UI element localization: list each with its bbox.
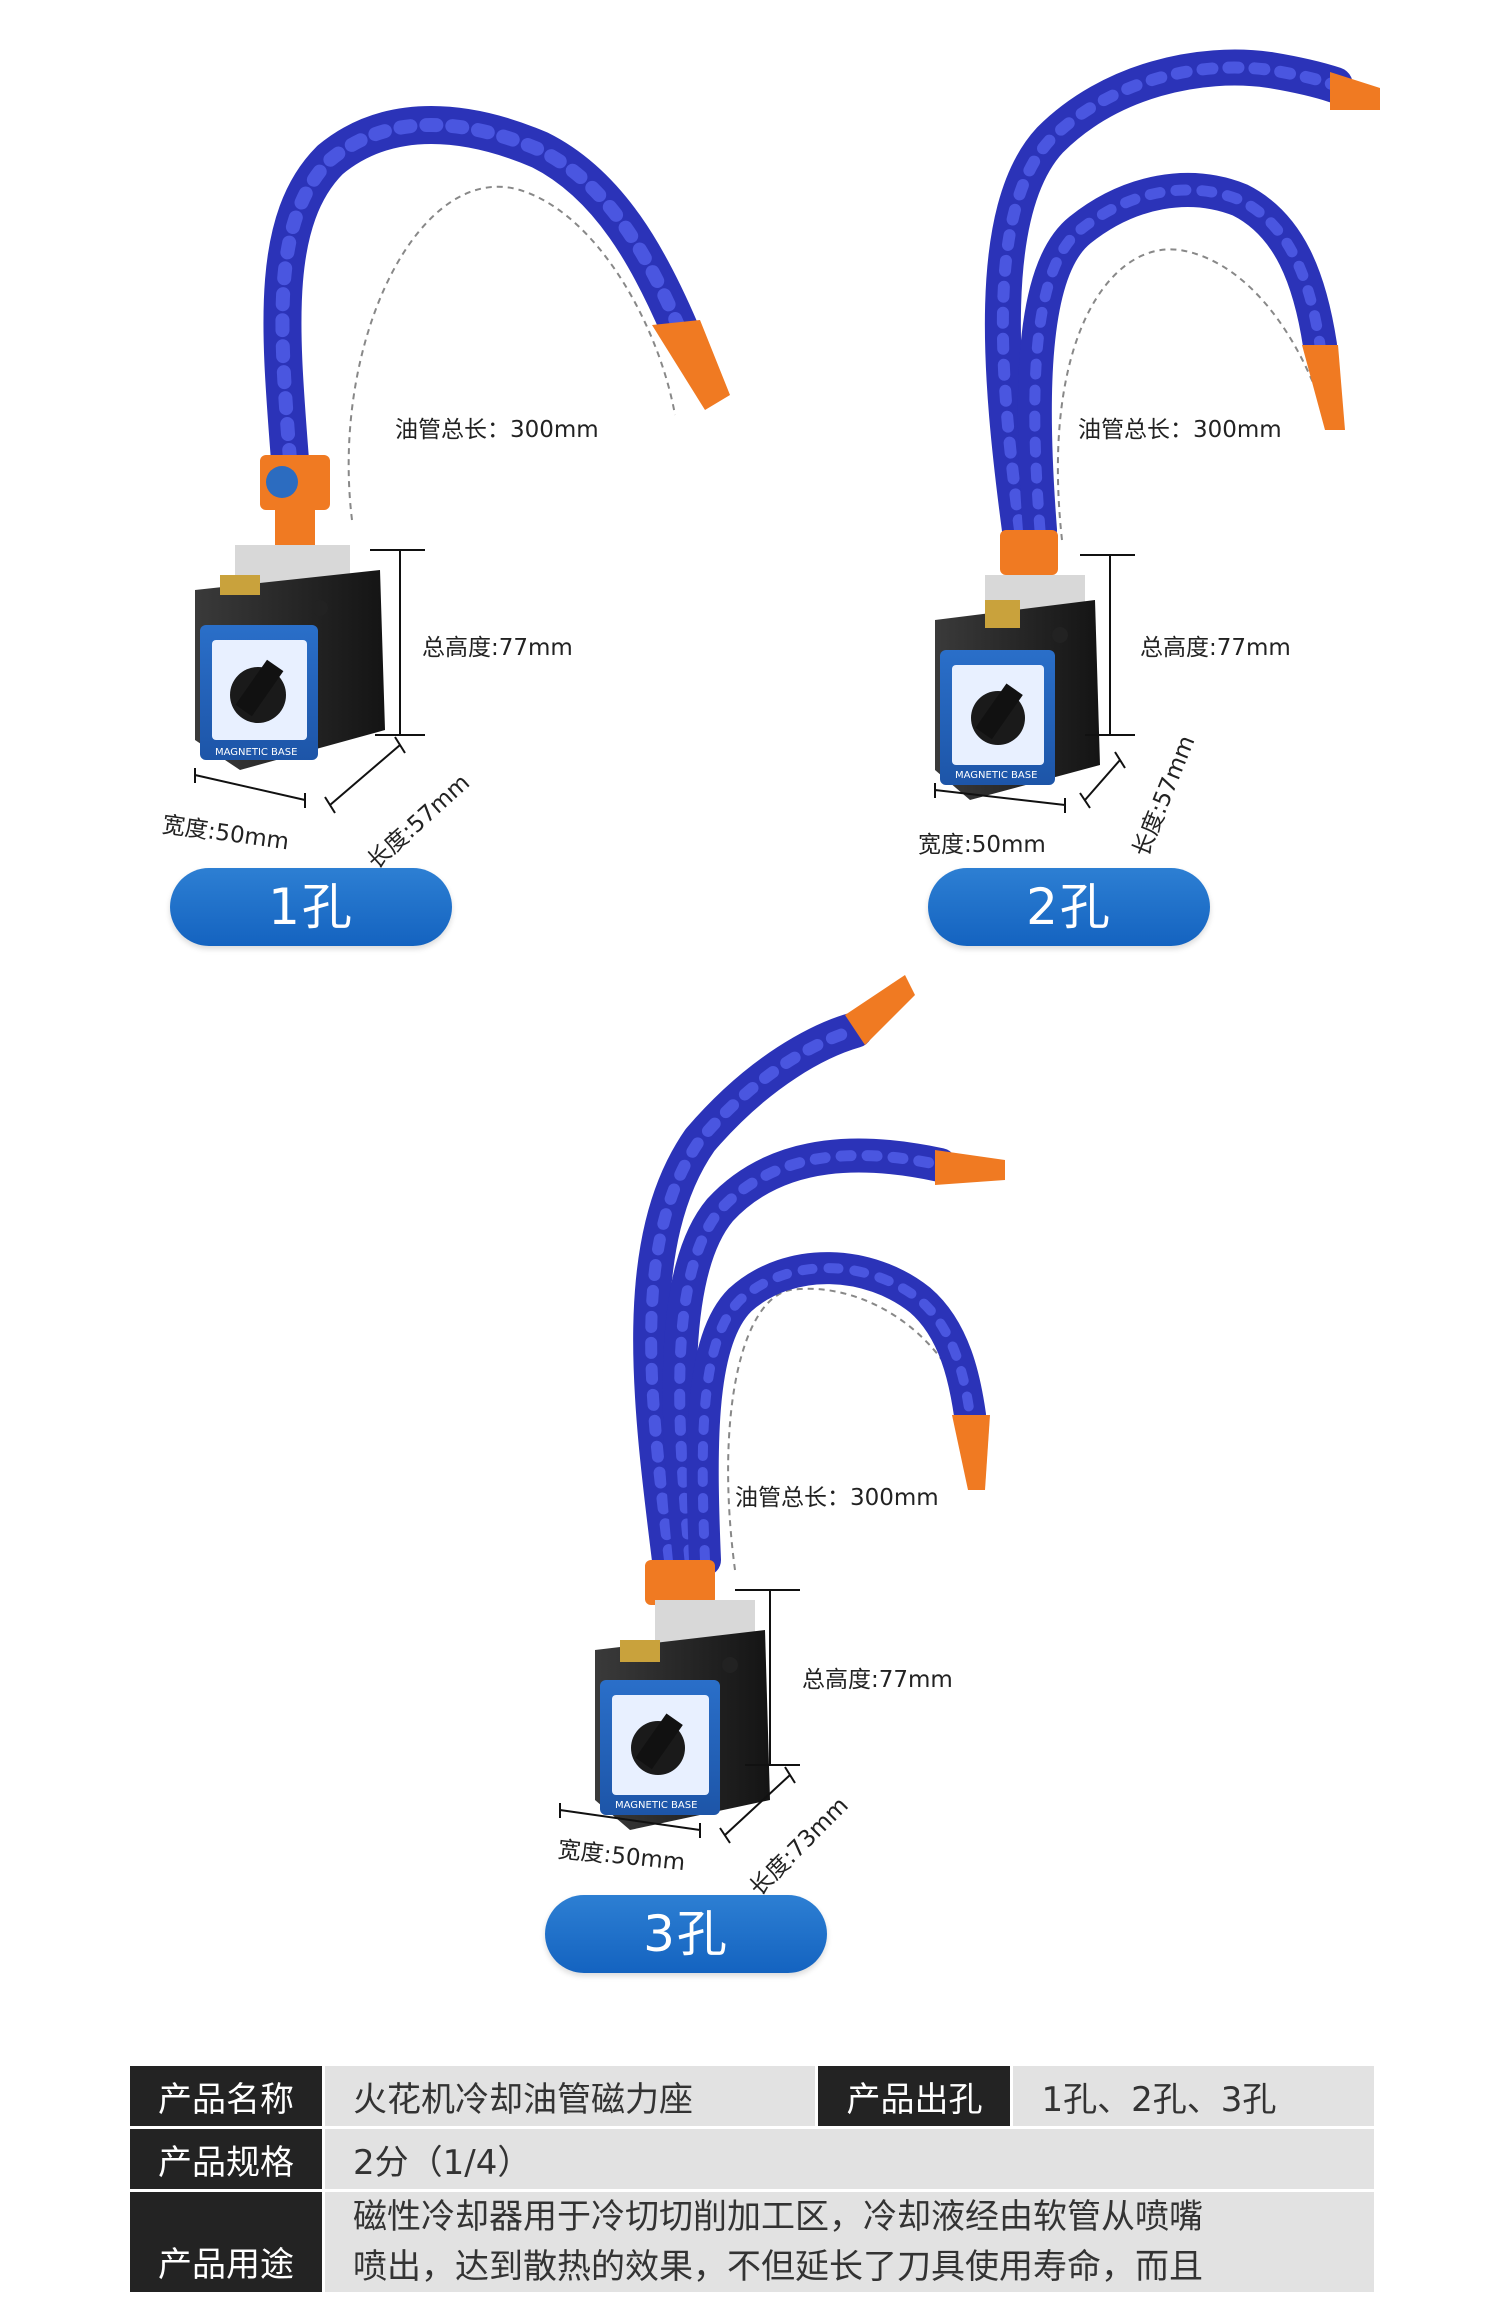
- spec-value: 2分（1/4）: [322, 2126, 1377, 2192]
- spec-value: 磁性冷却器用于冷切切削加工区，冷却液经由软管从喷嘴 喷出，达到散热的效果，不但延…: [322, 2189, 1377, 2295]
- svg-text:MAGNETIC BASE: MAGNETIC BASE: [615, 1800, 697, 1811]
- total-height-label: 总高度:77mm: [422, 635, 573, 661]
- nozzle: [1302, 345, 1345, 430]
- nozzle: [652, 320, 730, 410]
- product-3-drawing: MAGNETIC BASE: [559, 975, 1005, 1844]
- tube-length-label: 油管总长：300mm: [1078, 417, 1282, 443]
- total-height-label: 总高度:77mm: [802, 1667, 953, 1693]
- nozzle: [952, 1415, 990, 1490]
- hole-count-badge: 3孔: [545, 1895, 827, 1973]
- product-2-drawing: MAGNETIC BASE: [934, 49, 1380, 813]
- spec-value: 1孔、2孔、3孔: [1010, 2063, 1377, 2129]
- table-row: 产品用途 磁性冷却器用于冷切切削加工区，冷却液经由软管从喷嘴 喷出，达到散热的效…: [127, 2189, 1377, 2295]
- spec-key: 产品用途: [127, 2189, 325, 2295]
- use-line-2: 喷出，达到散热的效果，不但延长了刀具使用寿命，而且: [353, 2247, 1203, 2287]
- use-line-1: 磁性冷却器用于冷切切削加工区，冷却液经由软管从喷嘴: [353, 2197, 1203, 2237]
- table-row: 产品名称 火花机冷却油管磁力座 产品出孔 1孔、2孔、3孔: [127, 2063, 1377, 2129]
- illustration-canvas: MAGNETIC BASE: [194, 49, 1380, 1844]
- nozzle: [845, 975, 915, 1045]
- spec-key: 产品出孔: [815, 2063, 1014, 2129]
- spec-key: 产品名称: [127, 2063, 325, 2129]
- width-label: 宽度:50mm: [918, 832, 1046, 858]
- tube-length-label: 油管总长：300mm: [395, 417, 599, 443]
- total-height-label: 总高度:77mm: [1140, 635, 1291, 661]
- spec-key: 产品规格: [127, 2126, 325, 2192]
- product-1-drawing: MAGNETIC BASE: [194, 106, 730, 814]
- spec-table: 产品名称 火花机冷却油管磁力座 产品出孔 1孔、2孔、3孔 产品规格 2分（1/…: [127, 2063, 1377, 2295]
- table-row: 产品规格 2分（1/4）: [127, 2126, 1377, 2192]
- hole-count-badge: 2孔: [928, 868, 1210, 946]
- nozzle: [1330, 72, 1380, 110]
- svg-text:MAGNETIC BASE: MAGNETIC BASE: [215, 747, 297, 758]
- svg-text:MAGNETIC BASE: MAGNETIC BASE: [955, 770, 1037, 781]
- spec-value: 火花机冷却油管磁力座: [321, 2063, 819, 2129]
- product-illustrations: MAGNETIC BASE: [160, 49, 1380, 1973]
- tube-length-label: 油管总长：300mm: [735, 1485, 939, 1511]
- hole-count-badge: 1孔: [170, 868, 452, 946]
- nozzle: [935, 1150, 1005, 1185]
